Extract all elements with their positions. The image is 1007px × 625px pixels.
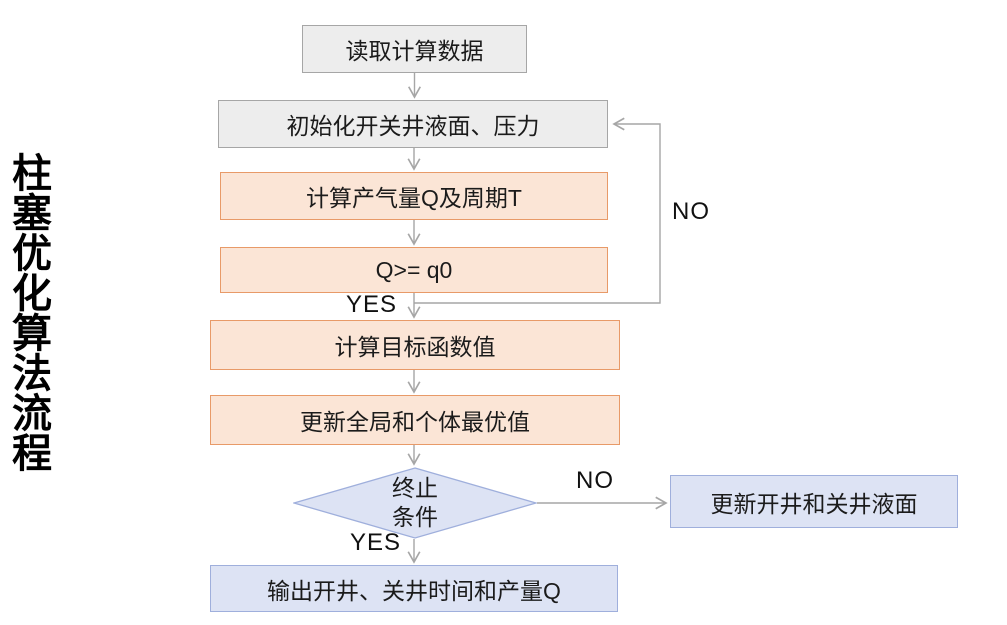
decision-diamond-shape: [293, 467, 537, 539]
node-init-levels-pressure-label: 初始化开关井液面、压力: [286, 113, 540, 139]
node-init-levels-pressure: 初始化开关井液面、压力: [218, 100, 608, 148]
node-calc-objective: 计算目标函数值: [210, 320, 620, 370]
node-update-best-values-label: 更新全局和个体最优值: [300, 409, 530, 435]
node-calc-gas-cycle-label: 计算产气量Q及周期T: [306, 185, 522, 211]
edge-label-no-feedback: NO: [672, 198, 710, 225]
node-terminate-decision: 终止 条件: [293, 467, 537, 539]
edge-label-yes-check: YES: [346, 291, 398, 318]
node-output-result: 输出开井、关井时间和产量Q: [210, 565, 618, 612]
node-calc-gas-cycle: 计算产气量Q及周期T: [220, 172, 608, 220]
node-update-best-values: 更新全局和个体最优值: [210, 395, 620, 445]
node-read-data: 读取计算数据: [302, 25, 527, 73]
node-update-well-levels: 更新开井和关井液面: [670, 475, 958, 528]
terminate-line1: 终止: [392, 475, 438, 502]
node-update-well-levels-label: 更新开井和关井液面: [710, 490, 918, 517]
node-check-q-threshold-label: Q>= q0: [375, 256, 453, 283]
node-terminate-decision-label: 终止 条件: [293, 467, 537, 539]
diagram-title: 柱塞优化算法流程: [6, 152, 50, 472]
node-read-data-label: 读取计算数据: [345, 38, 484, 64]
edge-label-no-terminate: NO: [576, 467, 614, 494]
node-check-q-threshold: Q>= q0: [220, 247, 608, 293]
edge-label-yes-terminate: YES: [350, 529, 402, 556]
terminate-line2: 条件: [392, 504, 438, 530]
node-calc-objective-label: 计算目标函数值: [334, 334, 496, 360]
node-output-result-label: 输出开井、关井时间和产量Q: [267, 577, 561, 604]
